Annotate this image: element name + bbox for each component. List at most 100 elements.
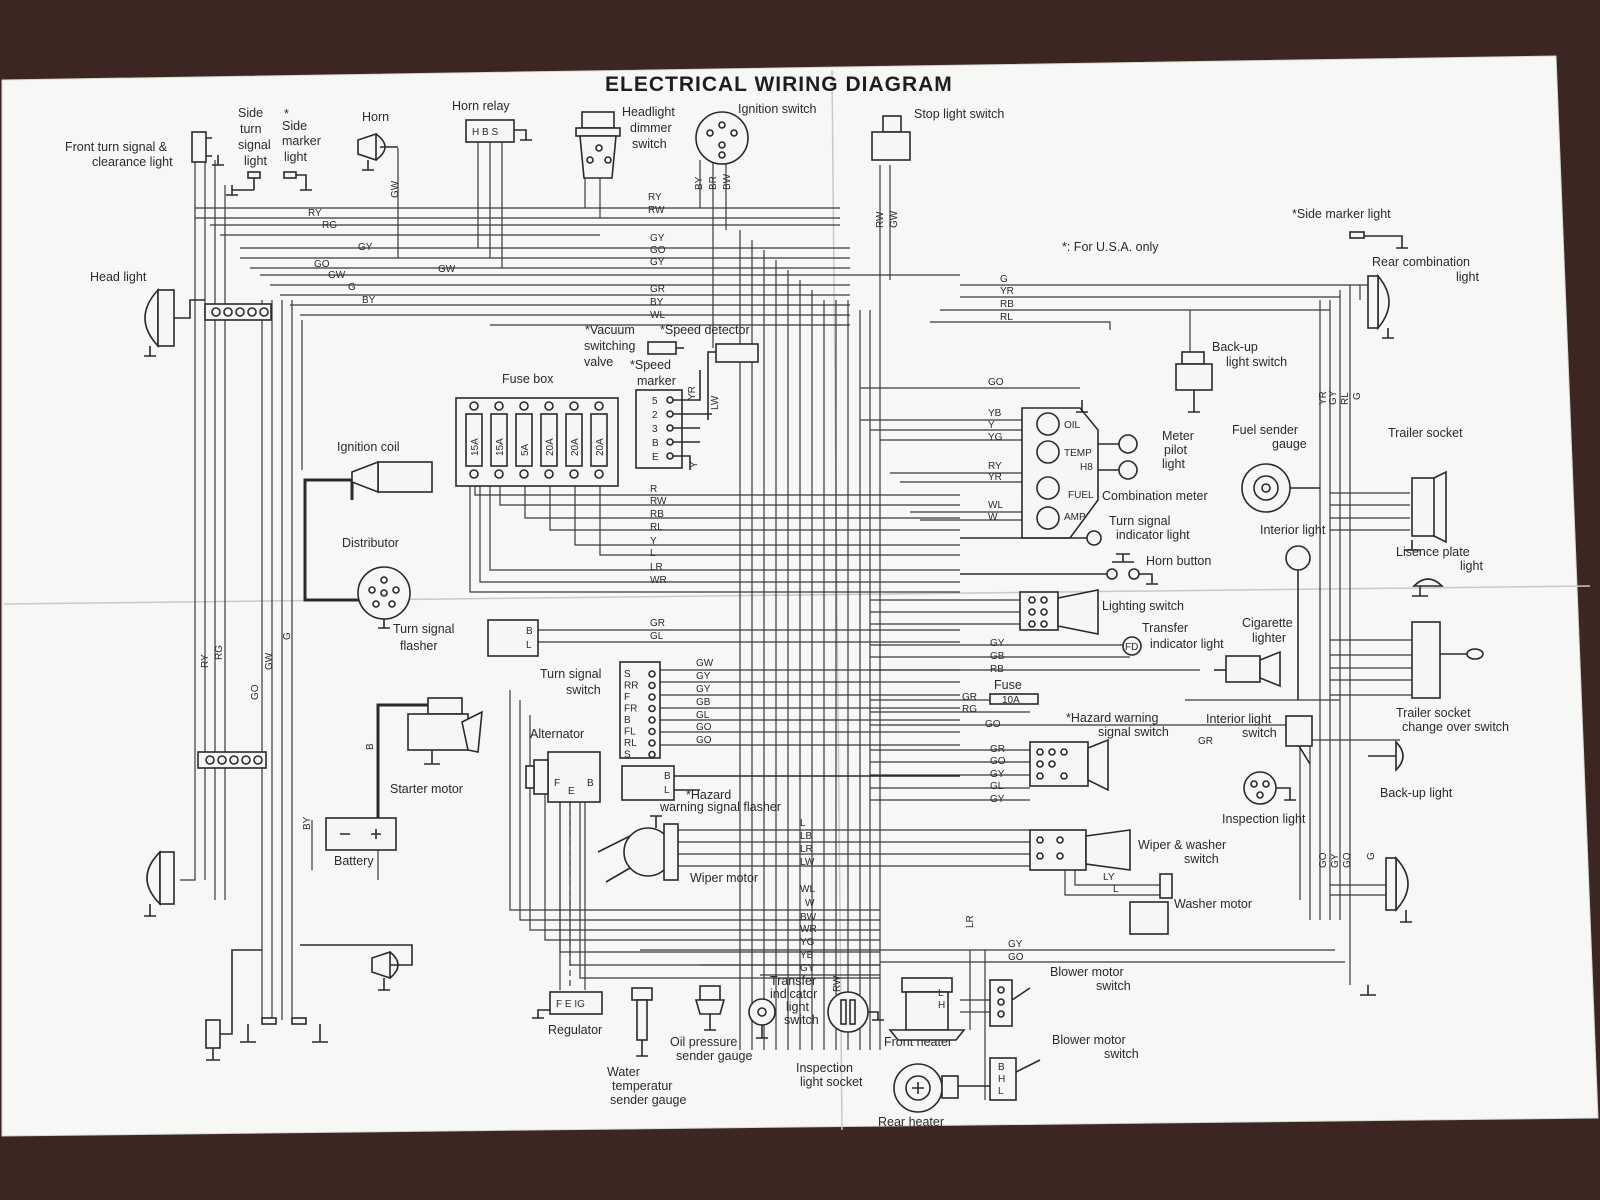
svg-text:RG: RG: [214, 645, 225, 660]
svg-text:BW: BW: [722, 173, 733, 190]
turn-signal-flasher: B L: [487, 619, 539, 657]
svg-text:GY: GY: [800, 963, 815, 974]
side-turn-label-4: light: [244, 154, 267, 168]
svg-text:WR: WR: [650, 575, 667, 586]
svg-text:BY: BY: [362, 295, 376, 306]
svg-text:YR: YR: [687, 386, 698, 400]
turn-indicator-label-2: indicator light: [1116, 528, 1190, 542]
svg-text:GO: GO: [1342, 852, 1353, 868]
svg-text:W: W: [988, 512, 998, 523]
svg-text:RG: RG: [322, 220, 337, 231]
svg-text:GO: GO: [1318, 852, 1329, 868]
turn-switch-pin-label: S: [624, 750, 631, 761]
svg-text:L: L: [1113, 884, 1119, 895]
svg-text:GY: GY: [650, 233, 665, 244]
alternator-label: Alternator: [530, 727, 584, 741]
svg-text:F: F: [554, 778, 560, 789]
water-temp-label-1: Water: [607, 1065, 640, 1079]
wiper-motor: [597, 815, 679, 883]
fold-line-vertical: [831, 69, 843, 1131]
svg-text:GY: GY: [358, 242, 373, 253]
head-light-upper: [144, 287, 205, 357]
transfer-indicator-switch: [748, 998, 776, 1039]
svg-text:R: R: [650, 484, 657, 495]
wire-harness: [180, 140, 1420, 1100]
svg-text:WL: WL: [800, 884, 815, 895]
svg-text:GW: GW: [390, 180, 401, 198]
turn-switch-pin-label: S: [624, 669, 631, 680]
svg-text:L: L: [800, 818, 806, 829]
svg-text:GW: GW: [696, 658, 714, 669]
meter-pilot-label-2: pilot: [1164, 443, 1187, 457]
svg-text:GO: GO: [990, 756, 1006, 767]
svg-text:L: L: [650, 548, 656, 559]
fuse-rating: 15A: [470, 438, 481, 456]
svg-text:Y: Y: [988, 420, 995, 431]
side-marker-star: *: [284, 107, 289, 121]
svg-text:LY: LY: [1103, 872, 1115, 883]
svg-text:FD: FD: [1125, 642, 1138, 653]
interior-switch-label-2: switch: [1242, 726, 1277, 740]
svg-text:YR: YR: [1000, 286, 1014, 297]
hazard-switch-label-1: *Hazard warning: [1066, 711, 1158, 725]
svg-text:B: B: [664, 771, 671, 782]
svg-text:YB: YB: [988, 408, 1002, 419]
usa-note: *: For U.S.A. only: [1062, 240, 1159, 254]
fuse-10a: 10A: [989, 693, 1039, 706]
fuel-sender-label-1: Fuel sender: [1232, 423, 1298, 437]
svg-text:H B S: H B S: [472, 127, 498, 138]
ignition-switch: [695, 111, 749, 165]
rear-heater: [893, 1063, 990, 1113]
regulator-label: Regulator: [548, 1023, 602, 1037]
side-marker-label-4: light: [284, 150, 307, 164]
svg-text:BR: BR: [708, 176, 719, 190]
hazard-flasher-label-2: warning signal flasher: [659, 800, 781, 814]
svg-text:GO: GO: [696, 722, 712, 733]
rear-combination-light: [1367, 273, 1394, 339]
meter-pilot-label-3: light: [1162, 457, 1185, 471]
svg-text:YB: YB: [800, 950, 814, 961]
front-turn-label: Front turn signal &: [65, 140, 168, 154]
oil-pressure-sender: [694, 985, 726, 1031]
svg-text:E: E: [568, 786, 575, 797]
horn-relay: H B S: [465, 119, 532, 143]
svg-text:BY: BY: [694, 176, 705, 190]
turn-indicator-label-1: Turn signal: [1109, 514, 1170, 528]
backup-light-switch: [1175, 351, 1213, 413]
fuse-slot: [490, 413, 508, 467]
fuse-terminal-top: [544, 401, 554, 411]
inspection-socket-label-2: light socket: [800, 1075, 863, 1089]
svg-text:TEMP: TEMP: [1064, 448, 1092, 459]
vacuum-label-2: switching: [584, 339, 635, 353]
svg-text:E: E: [652, 452, 659, 463]
wiper-washer-switch: [1029, 829, 1131, 871]
ignition-coil-label: Ignition coil: [337, 440, 400, 454]
rear-combination-label-1: Rear combination: [1372, 255, 1470, 269]
washer-motor: [1129, 873, 1173, 935]
side-lamps-lower: [240, 1017, 328, 1043]
turn-switch-pin: [648, 727, 656, 736]
transfer-indicator-light: FD: [1122, 636, 1142, 656]
rear-lamp-lower-right: [1385, 855, 1412, 923]
horn-relay-label: Horn relay: [452, 99, 510, 113]
horn-button-label: Horn button: [1146, 554, 1211, 568]
turn-switch-pin-label: FR: [624, 704, 637, 715]
alternator: F E B: [525, 751, 601, 803]
svg-text:W: W: [805, 898, 815, 909]
trailer-changeover-switch: [1411, 621, 1484, 699]
connector-lower: [197, 751, 267, 769]
hazard-flasher-label-1: *Hazard: [686, 788, 731, 802]
svg-text:GO: GO: [985, 719, 1001, 730]
inspection-light-socket: [827, 991, 884, 1033]
vacuum-label-1: *Vacuum: [585, 323, 635, 337]
head-light-label: Head light: [90, 270, 147, 284]
svg-text:YR: YR: [1318, 391, 1329, 405]
meter-pilot-lights: [1098, 434, 1138, 480]
oil-pressure-label-2: sender gauge: [676, 1049, 753, 1063]
fuse-terminal-bottom: [519, 469, 529, 479]
side-turn-label-1: Side: [238, 106, 263, 120]
svg-text:WR: WR: [800, 924, 817, 935]
svg-text:GY: GY: [1008, 939, 1023, 950]
interior-light-label: Interior light: [1260, 523, 1326, 537]
